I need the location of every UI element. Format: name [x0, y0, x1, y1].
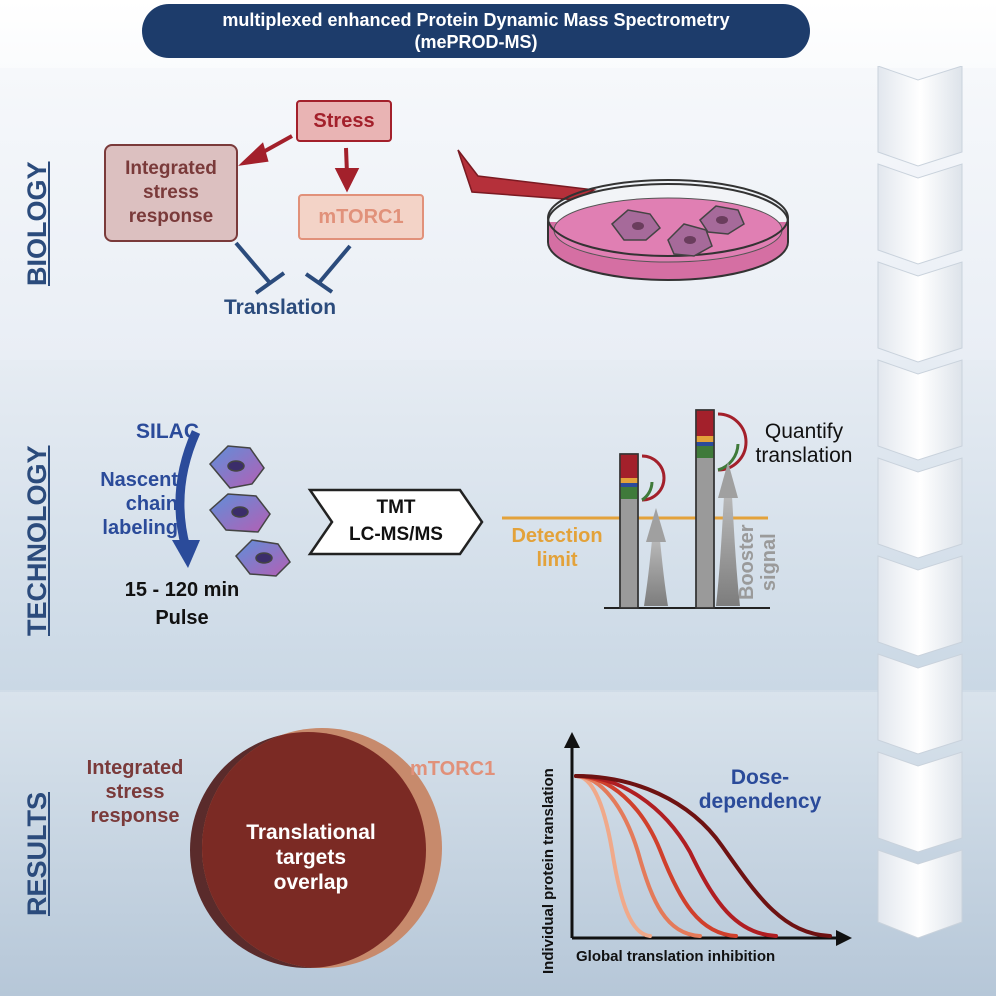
tmt-word: TMT	[376, 497, 416, 518]
dose-curve-2	[574, 774, 702, 938]
biology-diagram	[234, 134, 789, 295]
chevron-7	[877, 653, 963, 755]
venn-diagram	[190, 728, 442, 968]
band-results	[0, 692, 996, 996]
booster-arrow-tall	[716, 496, 740, 606]
nascent-label: Nascent chain labeling	[82, 468, 178, 540]
overlap-label: Translational targets overlap	[226, 820, 396, 895]
stress-label: Stress	[313, 109, 375, 132]
nascent-line-2: chain	[125, 493, 178, 515]
venn-overlap	[202, 732, 426, 968]
results-isr-line-2: stress	[105, 781, 165, 803]
mtorc1-label: mTORC1	[318, 205, 404, 228]
quantify-label: Quantify translation	[744, 420, 864, 468]
dose-curve-1	[574, 774, 652, 938]
overlap-line-2: targets	[275, 846, 347, 869]
dose-curve-5	[574, 774, 832, 938]
silac-label: SILAC	[136, 420, 199, 443]
plot-y-arrowhead	[564, 732, 580, 748]
technology-diagram	[172, 409, 770, 609]
pulse-word: Pulse	[155, 607, 209, 629]
tmt-label: TMT LC-MS/MS	[330, 494, 462, 548]
petri-dish	[547, 179, 789, 281]
chevron-9	[877, 849, 963, 939]
chevron-1	[877, 66, 963, 167]
band-technology	[0, 360, 996, 690]
isr-line-1: Integrated	[125, 158, 217, 179]
plot-x-arrowhead	[836, 930, 852, 946]
title-line-1: multiplexed enhanced Protein Dynamic Mas…	[222, 10, 730, 30]
chevron-8	[877, 751, 963, 853]
inhibit-mtorc1	[316, 244, 352, 286]
title-banner: multiplexed enhanced Protein Dynamic Mas…	[142, 4, 810, 58]
dose-line-1: Dose-	[730, 766, 790, 789]
translation-label: Translation	[224, 296, 337, 319]
overlap-line-3: overlap	[273, 871, 349, 894]
dose-curve-4	[574, 774, 778, 938]
pulse-time: 15 - 120 min	[124, 579, 240, 601]
dose-plot	[564, 732, 852, 946]
chevron-5	[877, 457, 963, 559]
nascent-line-1: Nascent	[100, 469, 178, 491]
mtorc1-box: mTORC1	[298, 194, 424, 240]
results-isr-label: Integrated stress response	[72, 756, 198, 828]
isr-line-2: stress	[143, 182, 199, 203]
tmt-chevron	[307, 488, 484, 556]
labeling-arrow	[175, 430, 201, 550]
results-mtorc1-label: mTORC1	[410, 758, 496, 780]
results-isr-line-3: response	[90, 805, 180, 827]
inhibit-isr	[234, 241, 272, 285]
detection-line-2: limit	[536, 549, 578, 571]
nascent-line-3: labeling	[102, 517, 178, 539]
quantify-line-2: translation	[755, 444, 853, 467]
dose-line-2: dependency	[698, 790, 822, 813]
booster-arrow-short	[644, 540, 668, 606]
chevron-4	[877, 359, 963, 461]
detection-line-1: Detection	[511, 525, 603, 547]
title-line-2: (mePROD-MS)	[414, 32, 538, 52]
chevron-3	[877, 261, 963, 363]
cells	[208, 445, 291, 577]
detection-limit-label: Detection limit	[498, 524, 616, 572]
results-isr-line-1: Integrated	[86, 757, 184, 779]
stress-box: Stress	[296, 100, 392, 142]
isr-box: Integrated stress response	[104, 144, 238, 242]
plot-x-label: Global translation inhibition	[576, 948, 776, 965]
dose-curve-3	[574, 774, 738, 938]
overlap-line-1: Translational	[246, 821, 376, 844]
chevron-6	[877, 555, 963, 657]
isr-line-3: response	[128, 206, 214, 227]
dose-label: Dose- dependency	[680, 766, 840, 814]
plot-y-label: Individual protein translation	[540, 768, 557, 974]
quantify-line-1: Quantify	[764, 420, 844, 443]
pulse-label: 15 - 120 min Pulse	[102, 576, 262, 632]
lcms-word: LC-MS/MS	[349, 524, 443, 545]
chevron-2	[877, 163, 963, 265]
chevron-column	[877, 66, 963, 939]
